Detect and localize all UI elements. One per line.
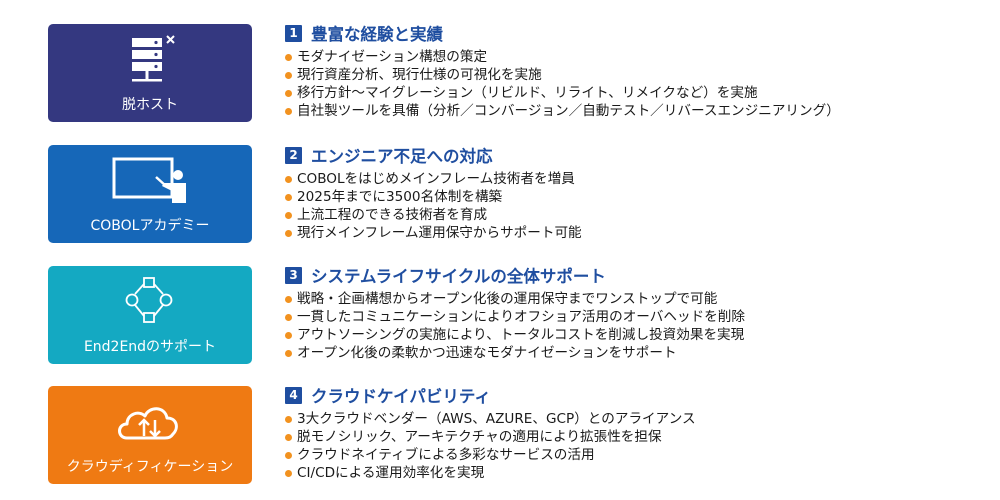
- list-item: 一貫したコミュニケーションによりオフショア活用のオーバヘッドを削除: [285, 308, 985, 326]
- section-heading: 4 クラウドケイパビリティ: [285, 384, 985, 406]
- bullet-list: 戦略・企画構想からオープン化後の運用保守までワンストップで可能 一貫したコミュニ…: [285, 290, 985, 362]
- list-item: 上流工程のできる技術者を育成: [285, 206, 985, 224]
- section-heading: 2 エンジニア不足への対応: [285, 144, 985, 166]
- list-item: モダナイゼーション構想の策定: [285, 48, 985, 66]
- section-title: エンジニア不足への対応: [311, 147, 493, 166]
- list-item: 現行メインフレーム運用保守からサポート可能: [285, 224, 985, 242]
- section-cloud-capability: 4 クラウドケイパビリティ 3大クラウドベンダー（AWS、AZURE、GCP）と…: [285, 384, 985, 482]
- list-item: CI/CDによる運用効率化を実現: [285, 464, 985, 482]
- section-title: クラウドケイパビリティ: [311, 387, 491, 406]
- section-heading: 1 豊富な経験と実績: [285, 22, 985, 44]
- list-item: 現行資産分析、現行仕様の可視化を実施: [285, 66, 985, 84]
- section-title: 豊富な経験と実績: [311, 25, 443, 44]
- card-label: クラウディフィケーション: [66, 459, 234, 475]
- card-cobol-academy: COBOLアカデミー: [48, 145, 252, 243]
- card-label: 脱ホスト: [122, 97, 178, 113]
- section-engineer-shortage: 2 エンジニア不足への対応 COBOLをはじめメインフレーム技術者を増員 202…: [285, 144, 985, 242]
- section-number: 2: [285, 146, 302, 164]
- section-title: システムライフサイクルの全体サポート: [311, 267, 606, 286]
- list-item: 2025年までに3500名体制を構築: [285, 188, 985, 206]
- card-dehost: 脱ホスト: [48, 24, 252, 122]
- section-number: 1: [285, 24, 302, 42]
- server-rack-icon: [48, 32, 252, 94]
- list-item: 移行方針～マイグレーション（リビルド、リライト、リメイクなど）を実施: [285, 84, 985, 102]
- list-item: COBOLをはじめメインフレーム技術者を増員: [285, 170, 985, 188]
- teacher-whiteboard-icon: [48, 153, 252, 215]
- list-item: 戦略・企画構想からオープン化後の運用保守までワンストップで可能: [285, 290, 985, 308]
- list-item: オープン化後の柔軟かつ迅速なモダナイゼーションをサポート: [285, 344, 985, 362]
- section-number: 4: [285, 386, 302, 404]
- section-lifecycle-support: 3 システムライフサイクルの全体サポート 戦略・企画構想からオープン化後の運用保…: [285, 264, 985, 362]
- list-item: アウトソーシングの実施により、トータルコストを削減し投資効果を実現: [285, 326, 985, 344]
- list-item: 3大クラウドベンダー（AWS、AZURE、GCP）とのアライアンス: [285, 410, 985, 428]
- list-item: 脱モノシリック、アーキテクチャの適用により拡張性を担保: [285, 428, 985, 446]
- card-end2end: End2Endのサポート: [48, 266, 252, 364]
- section-heading: 3 システムライフサイクルの全体サポート: [285, 264, 985, 286]
- cycle-nodes-icon: [48, 274, 252, 336]
- list-item: 自社製ツールを具備（分析／コンバージョン／自動テスト／リバースエンジニアリング）: [285, 102, 985, 120]
- section-experience: 1 豊富な経験と実績 モダナイゼーション構想の策定 現行資産分析、現行仕様の可視…: [285, 22, 985, 120]
- card-cloudification: クラウディフィケーション: [48, 386, 252, 484]
- bullet-list: 3大クラウドベンダー（AWS、AZURE、GCP）とのアライアンス 脱モノシリッ…: [285, 410, 985, 482]
- section-number: 3: [285, 266, 302, 284]
- card-label: End2Endのサポート: [83, 339, 217, 355]
- cloud-transfer-icon: [48, 394, 252, 456]
- bullet-list: COBOLをはじめメインフレーム技術者を増員 2025年までに3500名体制を構…: [285, 170, 985, 242]
- bullet-list: モダナイゼーション構想の策定 現行資産分析、現行仕様の可視化を実施 移行方針～マ…: [285, 48, 985, 120]
- card-label: COBOLアカデミー: [90, 218, 210, 234]
- list-item: クラウドネイティブによる多彩なサービスの活用: [285, 446, 985, 464]
